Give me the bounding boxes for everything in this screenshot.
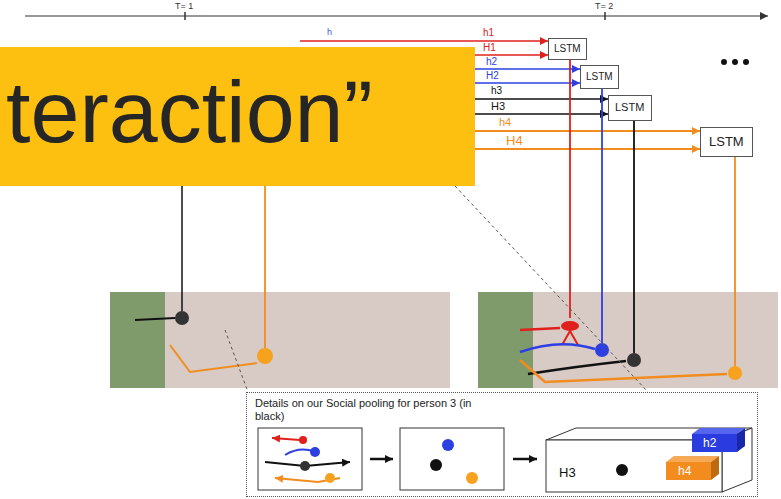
lstm-box: LSTM xyxy=(548,38,587,60)
pedestrian-dot xyxy=(300,461,310,471)
blue-cuboid xyxy=(737,428,745,452)
panel-heading: Details on our Social pooling for person… xyxy=(255,397,485,423)
lstm-box: LSTM xyxy=(580,65,619,89)
pedestrian-dot xyxy=(310,447,320,457)
state-label: h1 xyxy=(482,28,495,38)
lstm-box: LSTM xyxy=(700,127,753,157)
output-line xyxy=(601,80,603,343)
pedestrian-dot xyxy=(299,436,307,444)
timeline-axis xyxy=(25,15,768,16)
state-label: H4 xyxy=(505,134,524,147)
ellipsis-dot xyxy=(721,59,727,65)
state-label: h2 xyxy=(485,57,498,67)
blue-cuboid xyxy=(692,434,737,452)
time-tick xyxy=(604,12,606,20)
step-arrow xyxy=(513,458,537,461)
lstm-label: LSTM xyxy=(586,71,613,83)
pedestrian-figure xyxy=(562,331,578,345)
output-line xyxy=(734,145,736,366)
tensor-label: H3 xyxy=(558,466,577,479)
detail-frame: Details on our Social pooling for person… xyxy=(246,392,758,497)
lstm-label: LSTM xyxy=(709,134,744,150)
trajectory xyxy=(528,361,626,374)
detail-panel xyxy=(258,428,362,490)
trajectory xyxy=(520,360,727,382)
ellipsis-dot xyxy=(743,59,749,65)
hidden-state-arrow xyxy=(300,40,548,42)
pedestrian-dot xyxy=(627,353,641,367)
orange-cuboid xyxy=(711,456,719,480)
output-line xyxy=(569,50,571,318)
trajectory xyxy=(170,345,257,372)
time-label: T= 2 xyxy=(594,2,614,11)
zoom-line xyxy=(225,330,248,392)
grass-strip xyxy=(110,292,165,388)
neighbour-dot xyxy=(442,439,454,451)
trajectory xyxy=(520,328,560,330)
trajectory xyxy=(520,344,595,352)
trajectory xyxy=(135,318,175,320)
orange-cuboid xyxy=(666,462,711,480)
pedestrian-dot xyxy=(325,473,335,483)
ellipsis-dot xyxy=(732,59,738,65)
trajectory xyxy=(272,438,300,440)
state-label: h3 xyxy=(490,86,503,96)
step-arrow xyxy=(370,458,393,461)
output-line xyxy=(264,186,266,349)
detail-panel xyxy=(400,428,504,490)
output-line xyxy=(633,110,635,353)
state-label: h4 xyxy=(498,117,512,128)
person-dot xyxy=(616,464,628,476)
pedestrian-dot xyxy=(728,366,742,380)
blue-cuboid xyxy=(692,428,745,434)
person-dot xyxy=(430,459,442,471)
grass-strip xyxy=(478,292,533,388)
ground-image xyxy=(110,292,450,388)
ground-image xyxy=(478,292,778,388)
lstm-box: LSTM xyxy=(608,95,652,121)
output-line xyxy=(181,186,183,311)
time-tick xyxy=(184,12,186,20)
state-label: H3 xyxy=(490,101,506,112)
tensor-label: h4 xyxy=(677,465,692,477)
lstm-label: LSTM xyxy=(554,43,581,55)
banner-text: teraction” xyxy=(6,66,373,158)
pedestrian-dot xyxy=(595,343,609,357)
pedestrian-dot xyxy=(257,348,273,364)
state-label: H1 xyxy=(482,43,497,53)
orange-cuboid xyxy=(666,456,719,462)
title-banner: teraction” xyxy=(0,47,475,186)
tensor-label: h2 xyxy=(702,437,717,449)
state-label: H2 xyxy=(485,71,500,81)
time-label: T= 1 xyxy=(174,2,194,11)
zoom-line xyxy=(455,186,648,392)
pedestrian-dot xyxy=(175,311,189,325)
state-label: h xyxy=(326,28,333,37)
neighbour-dot xyxy=(466,472,478,484)
lstm-label: LSTM xyxy=(615,101,644,114)
pedestrian-figure xyxy=(561,321,579,331)
